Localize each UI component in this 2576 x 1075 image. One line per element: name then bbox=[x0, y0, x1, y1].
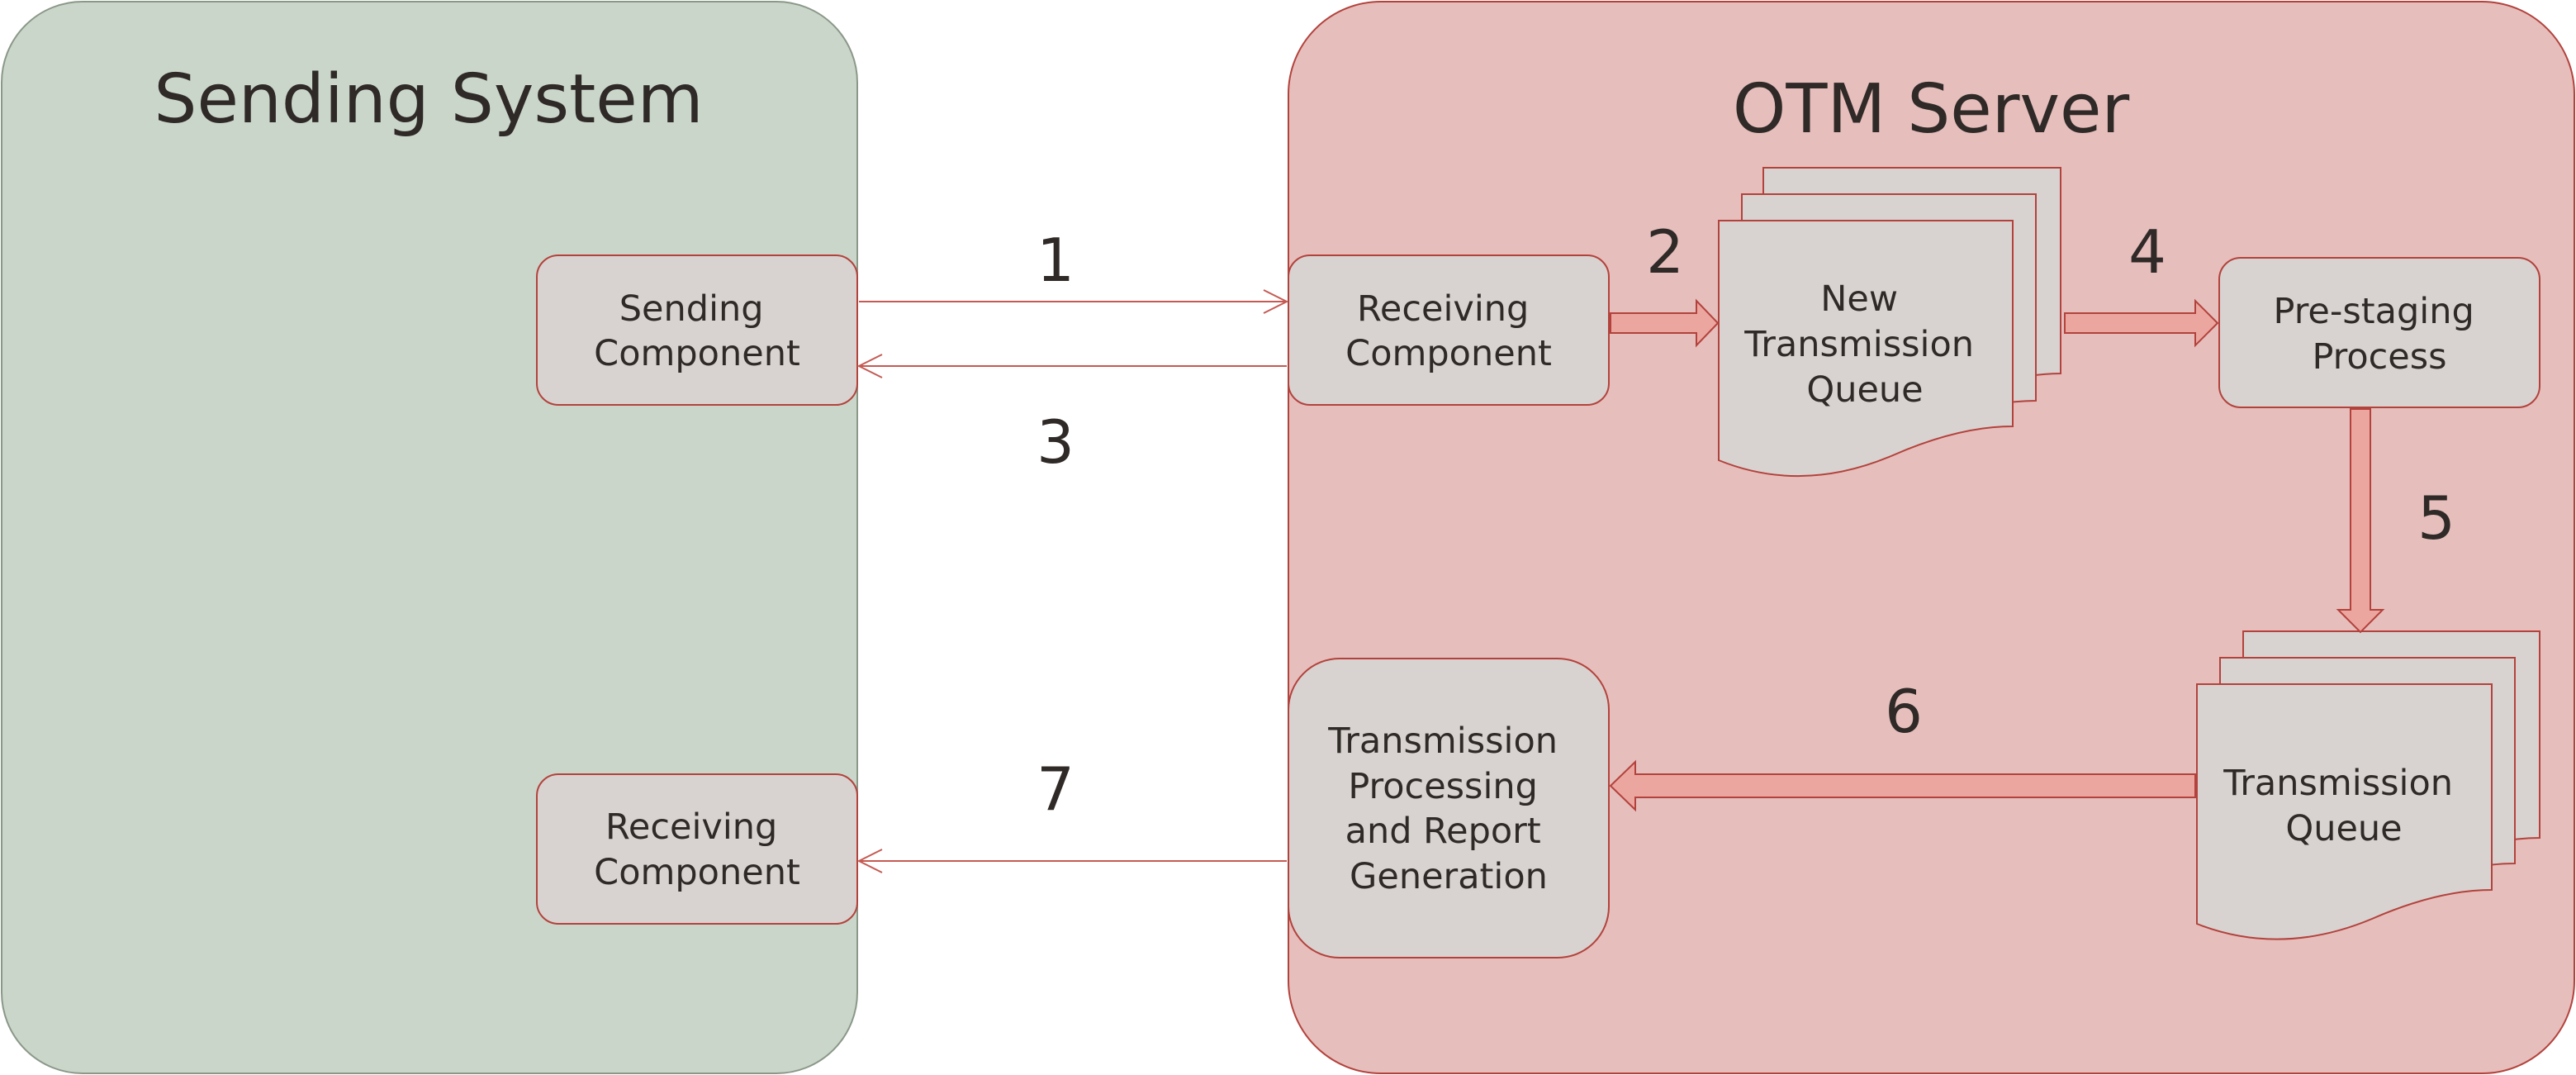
otm-server-title: OTM Server bbox=[1733, 70, 2130, 149]
transmission-queue-label: Transmission Queue bbox=[2223, 763, 2464, 849]
otm-receiving-component-label: Receiving Component bbox=[1345, 288, 1552, 374]
sending-system-title: Sending System bbox=[154, 60, 703, 139]
sending-receiving-component-box bbox=[536, 773, 858, 925]
step-4-number: 4 bbox=[2128, 217, 2166, 287]
processing-box bbox=[1288, 658, 1610, 958]
new-transmission-queue-page-front bbox=[1718, 220, 2014, 478]
otm-receiving-component-box bbox=[1288, 254, 1610, 406]
sending-component-box bbox=[536, 254, 858, 406]
arrow-step-3 bbox=[856, 354, 1287, 378]
arrow-step-1 bbox=[859, 289, 1289, 314]
sending-receiving-component-label: Receiving Component bbox=[594, 806, 800, 893]
pre-staging-process-label: Pre-staging Process bbox=[2274, 291, 2486, 378]
arrow-step-4 bbox=[2064, 298, 2219, 348]
step-5-number: 5 bbox=[2417, 483, 2455, 553]
transmission-queue-page-front bbox=[2196, 683, 2493, 940]
arrow-step-7 bbox=[856, 849, 1287, 873]
step-2-number: 2 bbox=[1646, 217, 1684, 287]
step-7-number: 7 bbox=[1037, 754, 1075, 824]
sending-component-label: Sending Component bbox=[594, 288, 800, 374]
step-1-number: 1 bbox=[1037, 226, 1075, 295]
pre-staging-process-box bbox=[2218, 257, 2540, 408]
new-transmission-queue-stack bbox=[1718, 167, 2061, 478]
arrow-step-2 bbox=[1610, 298, 1720, 348]
arrow-step-5 bbox=[2336, 408, 2385, 634]
arrow-step-6 bbox=[1609, 759, 2196, 812]
new-transmission-queue-label: New Transmission Queue bbox=[1743, 278, 1985, 411]
step-6-number: 6 bbox=[1885, 677, 1923, 746]
transmission-queue-stack bbox=[2196, 630, 2540, 940]
processing-label: Transmission Processing and Report Gener… bbox=[1327, 721, 1568, 897]
step-3-number: 3 bbox=[1037, 407, 1075, 477]
